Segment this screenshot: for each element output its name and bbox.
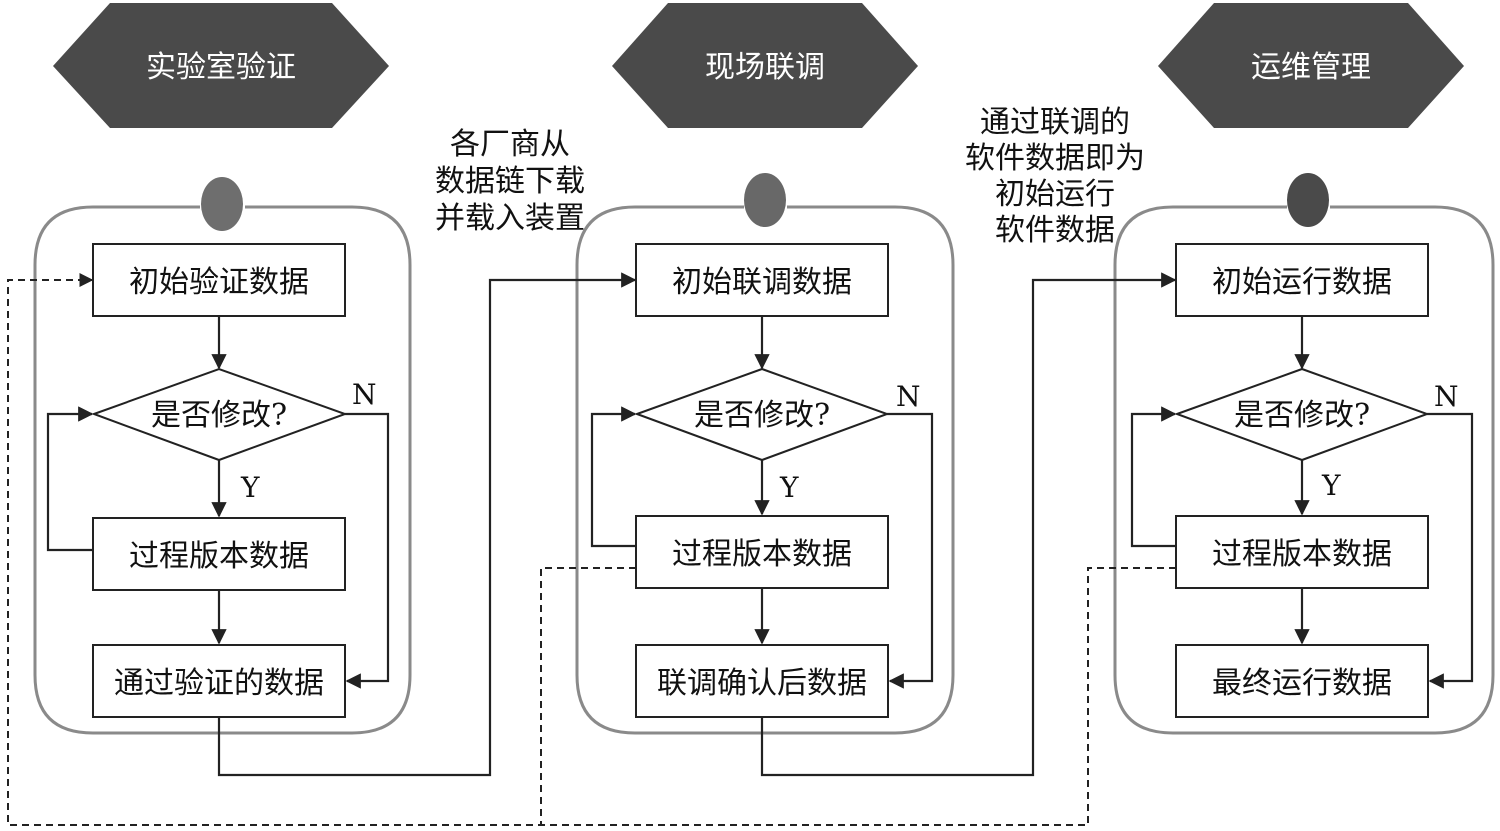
initial-data-label: 初始验证数据 — [129, 265, 309, 300]
stage-frame — [575, 205, 955, 735]
annotation-line: 各厂商从 — [450, 127, 570, 162]
no-label: N — [896, 380, 921, 413]
annotation-line: 软件数据即为 — [965, 141, 1145, 176]
process-version-box — [92, 517, 346, 591]
final-data-box — [92, 644, 346, 718]
stage-title: 现场联调 — [705, 50, 825, 85]
annotation-line: 数据链下载 — [435, 164, 585, 199]
modify-decision-label: 是否修改? — [1234, 398, 1370, 433]
annotation-line: 并载入装置 — [435, 201, 585, 236]
stage-title: 运维管理 — [1251, 50, 1371, 85]
final-data-label: 最终运行数据 — [1212, 666, 1392, 701]
arrow-no-branch — [345, 412, 390, 689]
stage-field-commissioning: 现场联调 初始联调数据 是否修改? Y 过程版本数据 联调确认后数据 N — [575, 3, 955, 735]
initial-data-label: 初始联调数据 — [672, 265, 852, 300]
process-version-label: 过程版本数据 — [672, 537, 852, 572]
stage-title-hexagon — [1158, 3, 1464, 128]
stage-node-dot — [1287, 173, 1329, 227]
stage-title-hexagon — [612, 3, 918, 128]
stage-node-dot — [201, 177, 243, 231]
loop-back-arrow — [590, 406, 637, 548]
feedback-dashed-stage3-to-stage1 — [541, 567, 1176, 826]
connector-stage1-to-stage2 — [217, 272, 637, 777]
final-data-box — [1175, 644, 1429, 718]
feedback-dashed-stage2-to-stage1 — [7, 273, 636, 826]
stage-frame — [1113, 205, 1495, 735]
initial-data-box — [92, 243, 346, 317]
arrow-no-branch — [1427, 412, 1474, 689]
initial-data-label: 初始运行数据 — [1212, 265, 1392, 300]
annotation-initial-runtime: 通过联调的 软件数据即为 初始运行 软件数据 — [965, 105, 1145, 248]
initial-data-box — [635, 243, 889, 317]
process-version-label: 过程版本数据 — [129, 539, 309, 574]
stage-operation-maintenance: 运维管理 初始运行数据 是否修改? Y 过程版本数据 最终运行数据 N — [1113, 3, 1495, 735]
annotation-line: 通过联调的 — [980, 105, 1130, 140]
stage-frame — [33, 205, 412, 735]
final-data-label: 通过验证的数据 — [114, 666, 324, 701]
process-version-box — [635, 515, 889, 589]
stage-title: 实验室验证 — [146, 50, 296, 85]
yes-label: Y — [779, 471, 799, 504]
stage-title-hexagon — [53, 3, 389, 128]
process-version-label: 过程版本数据 — [1212, 537, 1392, 572]
stage-lab-verification: 实验室验证 初始验证数据 是否修改? Y 过程版本数据 通过验证的数据 N — [33, 3, 412, 735]
yes-label: Y — [240, 471, 260, 504]
modify-decision-label: 是否修改? — [694, 398, 830, 433]
loop-back-arrow — [1130, 406, 1177, 548]
connector-stage2-to-stage3 — [760, 272, 1177, 777]
yes-label: Y — [1321, 469, 1341, 502]
no-label: N — [352, 378, 377, 411]
final-data-box — [635, 644, 889, 718]
annotation-line: 初始运行 — [995, 177, 1115, 212]
annotation-line: 软件数据 — [995, 213, 1115, 248]
process-version-box — [1175, 515, 1429, 589]
loop-back-arrow — [46, 406, 94, 552]
annotation-vendor-download: 各厂商从 数据链下载 并载入装置 — [435, 127, 585, 236]
initial-data-box — [1175, 243, 1429, 317]
no-label: N — [1434, 380, 1459, 413]
modify-decision-label: 是否修改? — [151, 398, 287, 433]
stage-node-dot — [744, 173, 786, 227]
arrow-no-branch — [887, 412, 934, 689]
final-data-label: 联调确认后数据 — [657, 666, 867, 701]
